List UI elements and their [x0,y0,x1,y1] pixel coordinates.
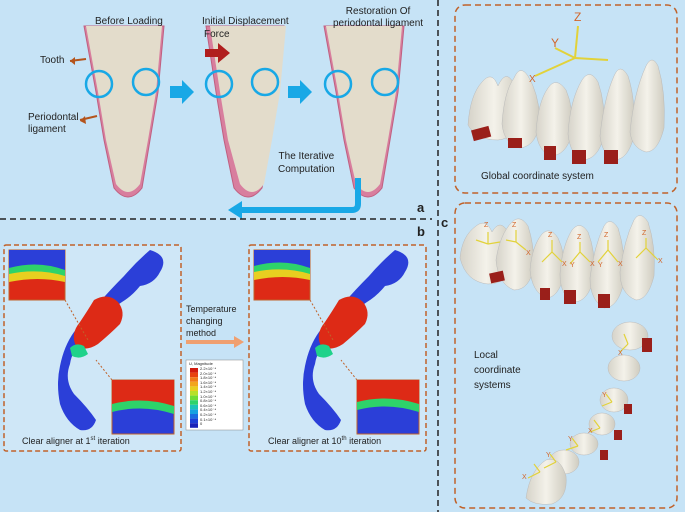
local-axis-x: X [618,350,623,357]
label-initial-displacement: Initial Displacement [202,16,289,27]
panel-c [454,4,678,509]
legend-swatch [190,386,198,391]
legend-value-label: 0 [200,421,203,427]
panel-label-b: b [417,224,425,239]
legend-value-label: 2.0×10⁻⁴ [200,370,217,376]
legend-swatch [190,391,198,396]
local-axis-x: X [562,261,567,268]
legend-swatch [190,395,198,401]
legend-value-label: 0.2×10⁻⁴ [200,412,217,417]
local-axis-z: Z [548,232,553,239]
panel-b [3,244,427,452]
local-axis-y: Y [568,436,573,443]
local-axes [475,230,659,479]
legend-swatch [190,423,198,428]
local-axis-x: X [590,261,595,268]
iterative-arrowhead-icon [228,201,242,219]
local-axis-y: Y [546,452,551,459]
local-axis-x: X [526,250,531,257]
caption-aligner-1st: Clear aligner at 1st iteration [22,436,130,446]
local-axis-x: X [658,258,663,265]
label-iterative-computation: The Iterative Computation [278,151,335,175]
panel-a [69,25,405,219]
caption-aligner-10th: Clear aligner at 10th iteration [268,436,382,446]
label-restoration: Restoration Of periodontal ligament [333,6,424,29]
legend-value-label: 2.2×10⁻⁴ [200,366,217,371]
highlight-circle [84,69,114,99]
legend-value-label: 1.6×10⁻⁴ [200,379,217,385]
global-axes [534,25,609,77]
panel-label-a: a [417,200,425,215]
global-teeth-model [467,59,665,164]
label-tooth: Tooth [40,55,65,66]
global-axis-z: Z [574,10,582,24]
local-axis-z: Z [642,230,647,237]
legend-swatch [190,381,198,387]
legend-value-label: 1.2×10⁻⁴ [200,389,217,394]
global-axis-x: X [529,74,536,85]
local-caption: Local coordinate systems [474,350,521,391]
legend-swatch [190,418,198,424]
legend-swatch [190,409,198,414]
local-axis-x: X [588,428,593,435]
label-periodontal-ligament: Periodontal ligament [28,112,79,135]
iterative-return-arrow [240,178,361,213]
local-axis-y: Y [598,262,603,269]
local-axis-y: Y [602,392,607,399]
legend-swatch [190,414,198,419]
label-before-loading: Before Loading [95,16,163,27]
label-temperature-method: Temperature changing method [186,304,237,338]
highlight-circle [323,69,353,99]
global-caption: Global coordinate system [481,171,594,182]
local-axis-x: X [522,474,527,481]
local-axis-z: Z [484,222,489,229]
highlight-circle [370,67,400,97]
legend-value-label: 1.0×10⁻⁴ [200,393,217,399]
local-axis-x: X [618,261,623,268]
legend-value-label: 0.8×10⁻⁴ [200,398,217,404]
highlight-circle [131,67,161,97]
global-axis-y: Y [551,36,560,50]
tooth-restoration [323,25,405,198]
legend-value-label: 0.4×10⁻⁴ [200,407,217,413]
legend-value-label: 1.8×10⁻⁴ [200,375,217,381]
local-teeth-model [459,215,655,505]
step-arrow-icon [288,80,312,104]
highlight-circle [250,67,280,97]
legend-value-label: 1.4×10⁻⁴ [200,384,217,390]
tooth-before-loading [83,25,165,198]
legend-value-label: 0.6×10⁻⁴ [200,402,217,408]
legend-swatch [190,404,198,410]
legend-swatch [190,372,198,378]
local-axis-z: Z [604,232,609,239]
panel-label-c: c [441,215,449,230]
method-arrow-icon [186,336,244,348]
label-force: Force [204,29,230,40]
legend-swatch [190,377,198,382]
tooth-pointer-arrowhead-icon [70,57,75,65]
legend-value-label: 0.1×10⁻⁴ [200,416,217,422]
force-arrow-icon [205,43,230,63]
highlight-circle [204,69,234,99]
step-arrow-icon [170,80,194,104]
legend-title: U, Magnitude [189,361,213,366]
legend-swatch [190,368,198,373]
legend-swatches [190,368,198,428]
ligament-pointer-arrowhead-icon [80,116,86,124]
local-axis-z: Z [512,222,517,229]
legend-swatch [190,400,198,405]
local-axis-z: Z [577,234,582,241]
local-axis-y: Y [570,262,575,269]
